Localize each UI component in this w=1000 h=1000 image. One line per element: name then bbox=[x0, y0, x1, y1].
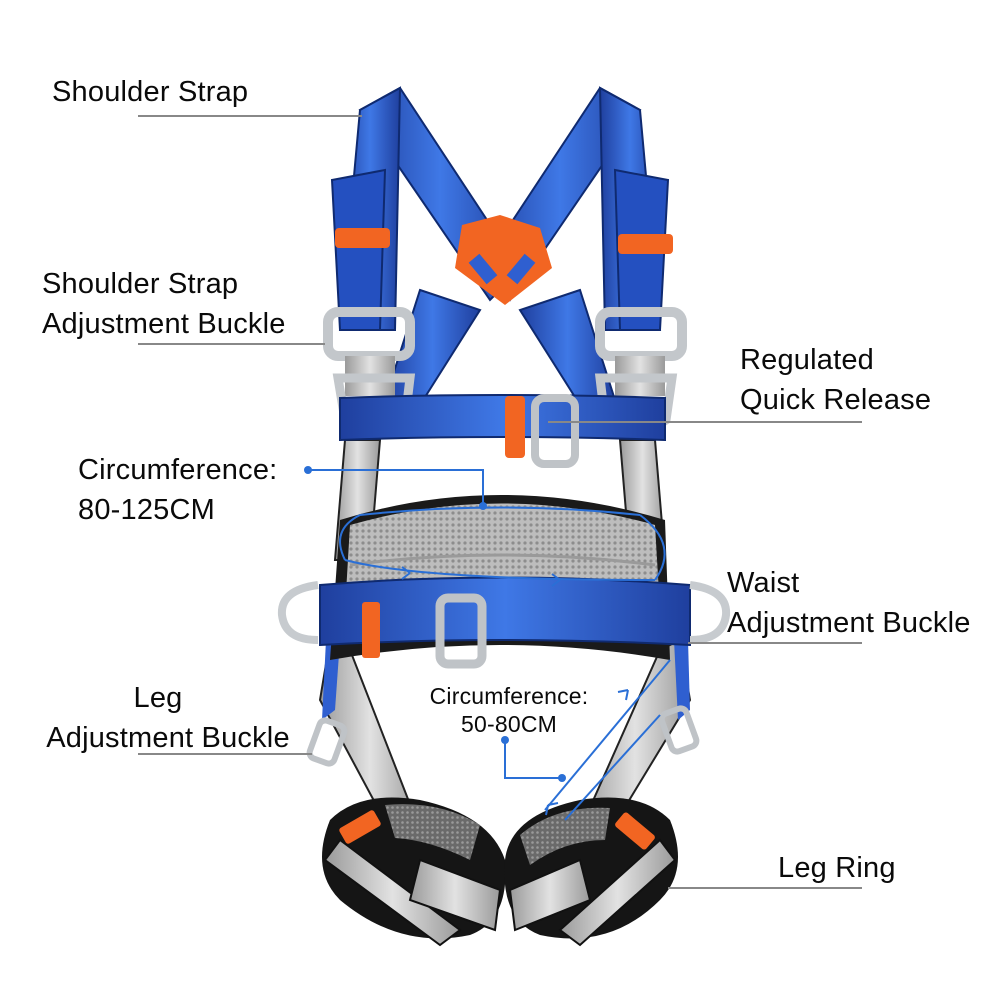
label-line: Quick Release bbox=[740, 384, 932, 416]
label-leg-circumference: Circumference: 50-80CM bbox=[419, 682, 599, 738]
shoulder-straps bbox=[330, 86, 673, 407]
label-shoulder-strap: Shoulder Strap bbox=[52, 72, 248, 112]
label-line: Circumference: bbox=[78, 454, 278, 486]
waist-measure-annotation bbox=[310, 469, 666, 587]
label-waist-adjustment-buckle: Waist Adjustment Buckle bbox=[727, 563, 971, 643]
leg-ring-right bbox=[504, 797, 678, 947]
label-leg-ring: Leg Ring bbox=[778, 848, 896, 888]
label-line: Leg Ring bbox=[778, 852, 896, 884]
label-line: Shoulder Strap bbox=[52, 76, 249, 108]
label-line: Adjustment Buckle bbox=[46, 722, 290, 754]
label-line: Adjustment Buckle bbox=[42, 308, 286, 340]
label-line: 50-80CM bbox=[461, 711, 557, 737]
label-line: Regulated bbox=[740, 344, 875, 376]
label-shoulder-strap-adjustment-buckle: Shoulder Strap Adjustment Buckle bbox=[42, 264, 286, 344]
label-line: Adjustment Buckle bbox=[727, 607, 971, 639]
chest-belt bbox=[339, 394, 666, 468]
leg-measure-annotation bbox=[504, 659, 671, 821]
label-line: Waist bbox=[727, 567, 800, 599]
label-line: Shoulder Strap bbox=[42, 268, 239, 300]
label-line: Circumference: bbox=[429, 683, 589, 709]
label-line: Leg bbox=[133, 682, 183, 714]
label-leg-adjustment-buckle: Leg Adjustment Buckle bbox=[32, 678, 304, 758]
leg-buckles bbox=[306, 705, 700, 767]
waist-belt bbox=[277, 576, 731, 669]
leader-lines bbox=[138, 115, 862, 889]
label-waist-circumference: Circumference: 80-125CM bbox=[78, 450, 277, 530]
leg-straps bbox=[318, 638, 692, 842]
label-line: 80-125CM bbox=[78, 494, 215, 526]
leg-ring-left bbox=[322, 797, 506, 947]
label-regulated-quick-release: Regulated Quick Release bbox=[740, 340, 931, 420]
